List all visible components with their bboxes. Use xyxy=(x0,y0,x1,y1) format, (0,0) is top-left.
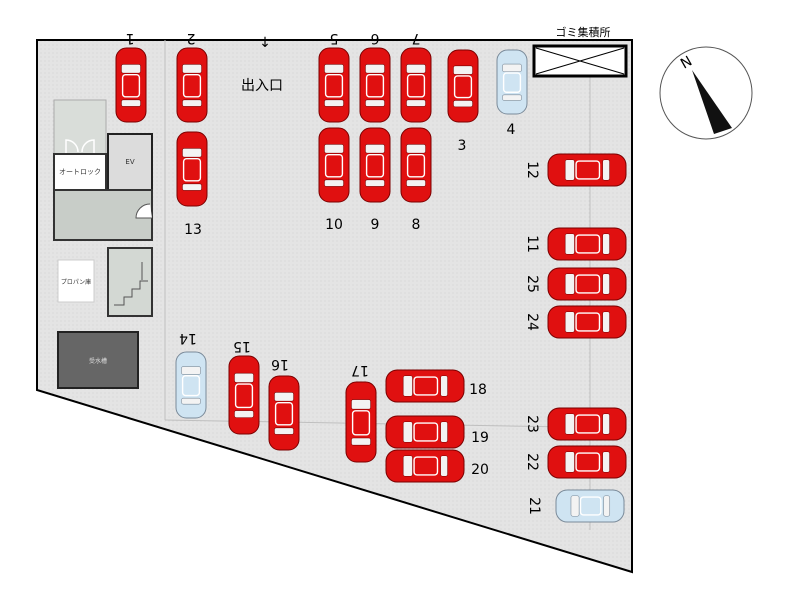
stairs xyxy=(107,247,153,317)
space-number-15: 15 xyxy=(233,338,251,354)
space-number-3: 3 xyxy=(458,138,467,154)
space-number-19: 19 xyxy=(471,430,489,446)
lobby xyxy=(53,189,153,241)
car-icon-13 xyxy=(176,131,208,207)
entrance-arrow: ↓ xyxy=(259,35,271,51)
car-icon-20 xyxy=(385,449,465,483)
space-number-25: 25 xyxy=(524,275,540,293)
entrance-hall xyxy=(53,99,107,155)
elevator-label: EV xyxy=(125,158,134,166)
propane-label: プロパン庫 xyxy=(61,278,91,286)
space-number-22: 22 xyxy=(524,453,540,471)
car-icon-3 xyxy=(447,49,479,123)
car-icon-7 xyxy=(400,47,432,123)
space-number-16: 16 xyxy=(271,356,289,372)
car-icon-15 xyxy=(228,355,260,435)
space-number-2: 2 xyxy=(187,30,196,46)
space-number-8: 8 xyxy=(412,217,421,233)
car-icon-9 xyxy=(359,127,391,203)
space-number-1: 1 xyxy=(126,30,135,46)
space-number-17: 17 xyxy=(351,362,369,378)
space-number-20: 20 xyxy=(471,462,489,478)
garbage-area xyxy=(532,44,628,78)
car-icon-21 xyxy=(555,489,625,523)
car-icon-11 xyxy=(547,227,627,261)
car-icon-1 xyxy=(115,47,147,123)
space-number-23: 23 xyxy=(524,415,540,433)
space-number-12: 12 xyxy=(524,161,540,179)
car-icon-18 xyxy=(385,369,465,403)
propane-storage xyxy=(57,259,95,303)
building: オートロック EV xyxy=(53,99,153,317)
car-icon-12 xyxy=(547,153,627,187)
cars-layer xyxy=(115,47,627,523)
car-icon-25 xyxy=(547,267,627,301)
door-arc-lobby xyxy=(135,203,152,219)
space-number-18: 18 xyxy=(469,382,487,398)
car-icon-10 xyxy=(318,127,350,203)
space-number-5: 5 xyxy=(330,30,339,46)
space-number-21: 21 xyxy=(526,497,542,515)
autolock-label: オートロック xyxy=(59,168,101,176)
space-number-4: 4 xyxy=(507,122,516,138)
car-icon-4 xyxy=(496,49,528,115)
space-number-9: 9 xyxy=(371,217,380,233)
space-number-24: 24 xyxy=(524,313,540,331)
garbage-label: ゴミ集積所 xyxy=(556,25,611,39)
car-icon-8 xyxy=(400,127,432,203)
water-tank xyxy=(57,331,139,389)
car-icon-14 xyxy=(175,351,207,419)
car-icon-5 xyxy=(318,47,350,123)
water-tank-label: 受水槽 xyxy=(89,357,107,365)
space-number-14: 14 xyxy=(179,330,197,346)
door-arc-right xyxy=(81,139,95,154)
space-number-7: 7 xyxy=(412,30,421,46)
stair-steps xyxy=(114,262,148,306)
car-icon-16 xyxy=(268,375,300,451)
car-icon-19 xyxy=(385,415,465,449)
north-compass: N xyxy=(659,46,753,140)
car-icon-22 xyxy=(547,445,627,479)
car-icon-23 xyxy=(547,407,627,441)
space-number-10: 10 xyxy=(325,217,343,233)
elevator xyxy=(107,133,153,191)
space-number-11: 11 xyxy=(524,235,540,253)
space-number-6: 6 xyxy=(370,30,379,46)
door-arc-left xyxy=(65,139,79,154)
entrance-label: 出入口 xyxy=(241,78,283,94)
car-icon-6 xyxy=(359,47,391,123)
car-icon-24 xyxy=(547,305,627,339)
car-icon-2 xyxy=(176,47,208,123)
car-icon-17 xyxy=(345,381,377,463)
autolock-room xyxy=(53,153,107,191)
north-arrow-icon xyxy=(692,70,732,134)
space-number-13: 13 xyxy=(184,222,202,238)
